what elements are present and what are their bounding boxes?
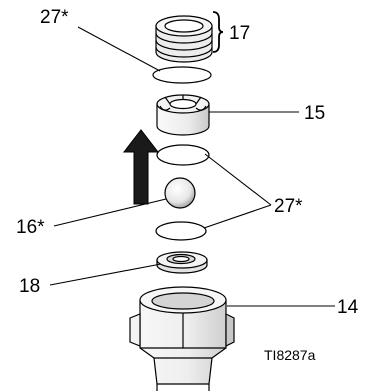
label-seat-guide: 15 — [304, 103, 325, 124]
leader-middle-seal — [204, 153, 272, 206]
packing-stack-part — [155, 15, 213, 63]
label-seals-group: 27* — [274, 196, 303, 217]
packing-brace — [212, 11, 224, 53]
figure-id: TI8287a — [264, 347, 316, 363]
check-ball — [164, 177, 196, 209]
leader-seat — [49, 263, 162, 286]
label-seat: 18 — [19, 276, 40, 297]
leader-ball — [53, 198, 167, 227]
seat-guide-part — [156, 94, 210, 136]
label-top-seal: 27* — [40, 7, 69, 28]
seat-part — [156, 251, 208, 274]
top-seal-ring — [152, 66, 212, 84]
leader-top-seal — [77, 26, 161, 72]
upward-arrow — [122, 129, 160, 205]
label-packing-stack: 17 — [229, 23, 250, 44]
label-ball: 16* — [16, 217, 45, 238]
housing-part — [129, 286, 235, 391]
lower-seal-ring — [155, 221, 207, 241]
leader-lower-seal — [203, 204, 272, 229]
label-housing: 14 — [337, 297, 359, 318]
middle-seal-ring — [156, 144, 210, 166]
